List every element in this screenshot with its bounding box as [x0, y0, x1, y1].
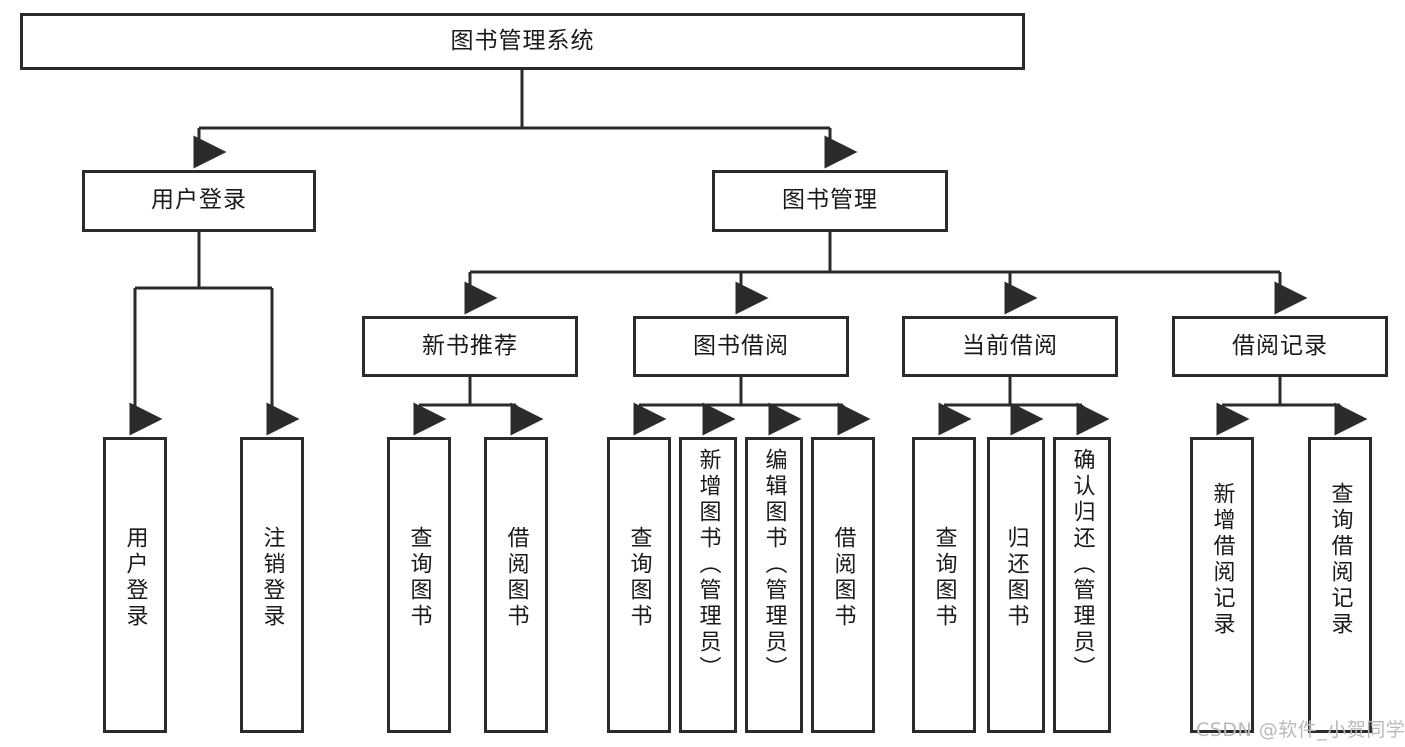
- node-leaf-borrow-book-rec-label: 借阅图书: [503, 526, 529, 630]
- node-book-manage[interactable]: 图书管理: [712, 170, 948, 232]
- node-leaf-query-book-rec-label: 查询图书: [406, 526, 432, 630]
- node-leaf-return-book-label: 归还图书: [1003, 526, 1029, 630]
- node-root[interactable]: 图书管理系统: [20, 13, 1025, 70]
- node-current-borrow-label: 当前借阅: [962, 332, 1058, 359]
- node-leaf-borrow-book-borrow-label: 借阅图书: [830, 526, 856, 630]
- node-leaf-query-book-borrow-label: 查询图书: [626, 526, 652, 630]
- node-leaf-query-book-current[interactable]: 查询图书: [912, 437, 976, 733]
- node-book-manage-label: 图书管理: [782, 187, 878, 214]
- node-leaf-edit-book-admin[interactable]: 编辑图书（管理员）: [745, 437, 803, 733]
- node-borrow-record[interactable]: 借阅记录: [1172, 316, 1388, 377]
- node-current-borrow[interactable]: 当前借阅: [902, 316, 1118, 377]
- node-user-login[interactable]: 用户登录: [82, 170, 316, 232]
- node-leaf-add-borrow-record-label: 新增借阅记录: [1209, 482, 1235, 638]
- node-leaf-add-book-admin[interactable]: 新增图书（管理员）: [679, 437, 737, 733]
- node-leaf-query-borrow-record[interactable]: 查询借阅记录: [1308, 437, 1372, 733]
- node-leaf-add-book-admin-label: 新增图书（管理员）: [695, 448, 721, 682]
- node-leaf-user-logout[interactable]: 注销登录: [240, 437, 304, 733]
- node-leaf-confirm-return-admin[interactable]: 确认归还（管理员）: [1053, 437, 1111, 733]
- node-leaf-borrow-book-rec[interactable]: 借阅图书: [484, 437, 548, 733]
- node-leaf-add-borrow-record[interactable]: 新增借阅记录: [1190, 437, 1254, 733]
- node-leaf-query-book-current-label: 查询图书: [931, 526, 957, 630]
- node-leaf-query-book-rec[interactable]: 查询图书: [387, 437, 451, 733]
- node-leaf-query-borrow-record-label: 查询借阅记录: [1327, 482, 1353, 638]
- node-user-login-label: 用户登录: [151, 187, 247, 214]
- node-leaf-query-book-borrow[interactable]: 查询图书: [607, 437, 671, 733]
- node-book-borrow-label: 图书借阅: [693, 332, 789, 359]
- node-new-book-recommend[interactable]: 新书推荐: [362, 316, 578, 377]
- node-leaf-edit-book-admin-label: 编辑图书（管理员）: [761, 448, 787, 682]
- node-leaf-return-book[interactable]: 归还图书: [987, 437, 1045, 733]
- node-leaf-user-login[interactable]: 用户登录: [103, 437, 167, 733]
- node-borrow-record-label: 借阅记录: [1232, 332, 1328, 359]
- node-leaf-borrow-book-borrow[interactable]: 借阅图书: [811, 437, 875, 733]
- node-root-label: 图书管理系统: [450, 27, 595, 54]
- node-leaf-user-logout-label: 注销登录: [259, 526, 285, 630]
- node-leaf-user-login-label: 用户登录: [122, 526, 148, 630]
- csdn-watermark: CSDN @软件_小贺同学: [1196, 719, 1405, 741]
- node-new-book-recommend-label: 新书推荐: [422, 332, 518, 359]
- node-book-borrow[interactable]: 图书借阅: [633, 316, 849, 377]
- node-leaf-confirm-return-admin-label: 确认归还（管理员）: [1069, 448, 1095, 682]
